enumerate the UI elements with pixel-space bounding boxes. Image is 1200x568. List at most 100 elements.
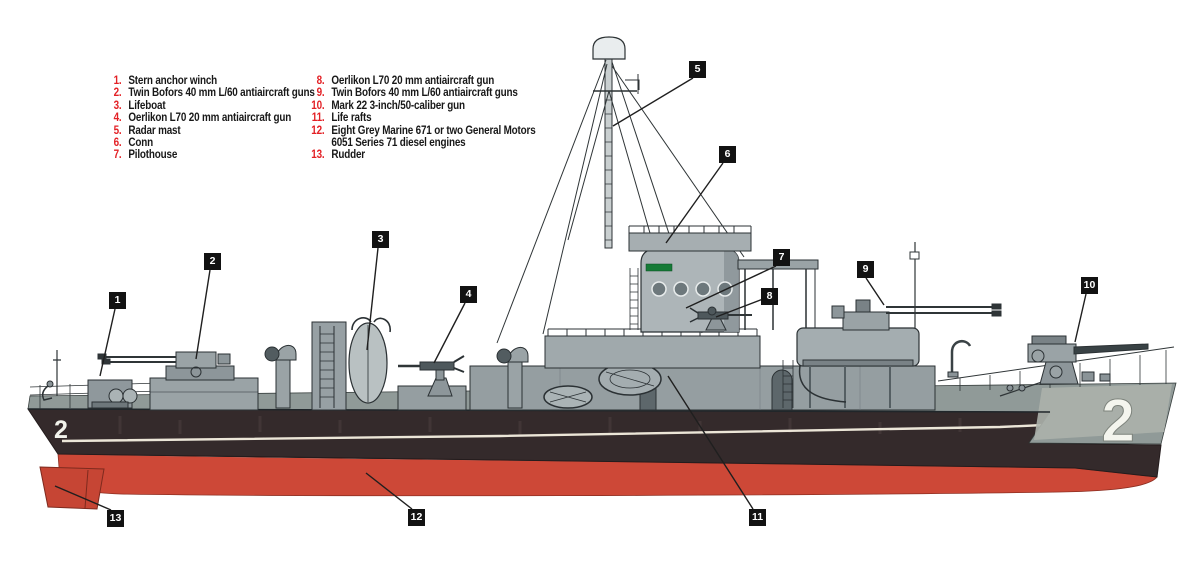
- legend-item-label: Eight Grey Marine 671 or two General Mot…: [331, 124, 536, 150]
- legend-item-label: Stern anchor winch: [128, 75, 218, 87]
- callout-box-13: 13: [107, 510, 124, 527]
- legend-item-number: 11.: [311, 112, 325, 125]
- bow-camouflage-patch: [1034, 384, 1172, 440]
- leader-line-9: [865, 277, 885, 306]
- boat-davit: [950, 339, 972, 374]
- leader-line-10: [1074, 293, 1087, 343]
- legend-item-number: 7.: [113, 149, 122, 162]
- legend-item: 1. Stern anchor winch: [106, 75, 335, 87]
- legend-item-label: Mark 22 3-inch/50-caliber gun: [331, 99, 465, 112]
- legend-item-label: Oerlikon L70 20 mm antiaircraft gun: [128, 112, 292, 125]
- legend-item: 9. Twin Bofors 40 mm L/60 antiaircraft gu…: [309, 87, 538, 99]
- legend-item-number: 5.: [113, 124, 122, 137]
- porthole: [651, 281, 667, 297]
- callout-box-3: 3: [372, 231, 389, 248]
- leader-line-7: [685, 265, 777, 309]
- twin-bofors-aft-deck: [97, 351, 235, 381]
- callout-box-11: 11: [749, 509, 766, 526]
- legend-item-number: 4.: [113, 112, 122, 125]
- legend-item: 6. Conn: [106, 137, 335, 149]
- hull-dark-band: [27, 408, 1162, 478]
- leader-line-12: [365, 472, 413, 510]
- callout-box-12: 12: [408, 509, 425, 526]
- legend-item: 7. Pilothouse: [106, 149, 335, 161]
- legend-item: 8. Oerlikon L70 20 mm antiaircraft gun: [309, 75, 538, 87]
- callout-box-8: 8: [761, 288, 778, 305]
- legend-item-number: 3.: [113, 99, 122, 112]
- cowl-vent-aft: [264, 345, 297, 409]
- legend-item-label: Lifeboat: [128, 99, 166, 112]
- stern-hull-number: 2: [54, 416, 68, 444]
- stern-anchor: [41, 380, 54, 401]
- oerlikon-pilothouse-deck: [689, 306, 752, 331]
- stern-staff: [53, 350, 61, 396]
- radar-dome: [592, 36, 626, 60]
- oerlikon-midship: [397, 355, 467, 411]
- porthole: [673, 281, 689, 297]
- leader-line-3: [366, 247, 379, 351]
- porthole: [717, 281, 733, 297]
- leader-line-6: [665, 162, 724, 244]
- mast-bracket: [625, 74, 640, 94]
- superstructure: [87, 225, 1111, 411]
- aft-deckhouse: [149, 377, 259, 411]
- callout-box-2: 2: [204, 253, 221, 270]
- legend-column-right: 8. Oerlikon L70 20 mm antiaircraft gun 9. T…: [309, 75, 538, 162]
- mark22-3inch-gun: [1027, 335, 1149, 385]
- radar-mast: [592, 36, 640, 249]
- green-life-raft-rack: [645, 263, 673, 272]
- porthole: [695, 281, 711, 297]
- legend-item-label: Radar mast: [128, 124, 181, 137]
- legend-item-number: 12.: [311, 124, 325, 137]
- legend-item-number: 2.: [113, 87, 122, 100]
- legend-item-number: 1.: [113, 75, 122, 87]
- callout-box-6: 6: [719, 146, 736, 163]
- callout-box-10: 10: [1081, 277, 1098, 294]
- legend-column-left: 1. Stern anchor winch 2. Twin Bofors 40 mm …: [106, 75, 335, 162]
- legend-item: 3. Lifeboat: [106, 100, 335, 112]
- bow-hull-number: 2: [1101, 387, 1134, 454]
- legend-item-label: Conn: [128, 137, 153, 150]
- legend-item: 2. Twin Bofors 40 mm L/60 antiaircraft gu…: [106, 87, 335, 99]
- legend-item-number: 6.: [113, 137, 122, 150]
- legend-item: 4. Oerlikon L70 20 mm antiaircraft gun: [106, 112, 335, 124]
- twin-bofors-aft-tub: [831, 299, 1002, 331]
- legend-item: 12. Eight Grey Marine 671 or two General …: [309, 125, 538, 150]
- legend-item-label: Rudder: [331, 149, 365, 162]
- legend-item-label: Life rafts: [331, 112, 372, 125]
- callout-box-4: 4: [460, 286, 477, 303]
- deck-locker-ladder: [311, 321, 347, 411]
- legend-item: 5. Radar mast: [106, 125, 335, 137]
- boot-stripe: [61, 423, 1045, 443]
- callout-box-9: 9: [857, 261, 874, 278]
- callout-box-7: 7: [773, 249, 790, 266]
- leader-line-1: [99, 308, 116, 377]
- legend-item-label: Twin Bofors 40 mm L/60 antiaircraft guns: [128, 87, 315, 100]
- legend-item-label: Pilothouse: [128, 149, 178, 162]
- legend-item: 10. Mark 22 3-inch/50-caliber gun: [309, 100, 538, 112]
- legend-item-number: 8.: [316, 75, 325, 87]
- leader-line-8: [715, 298, 764, 318]
- legend-item-number: 10.: [311, 99, 325, 112]
- legend-item-number: 9.: [316, 87, 325, 100]
- legend-item-label: Twin Bofors 40 mm L/60 antiaircraft guns: [331, 87, 518, 100]
- leader-line-5: [612, 77, 694, 127]
- rigging: [29, 59, 1175, 409]
- legend-item: 13. Rudder: [309, 149, 538, 161]
- legend-item-label: Oerlikon L70 20 mm antiaircraft gun: [331, 75, 495, 87]
- callout-box-5: 5: [689, 61, 706, 78]
- upper-deckhouse: [544, 335, 761, 369]
- rudder: [39, 466, 105, 510]
- leader-line-2: [195, 269, 211, 360]
- leader-line-11: [667, 375, 754, 510]
- conn: [628, 225, 752, 252]
- leader-line-4: [433, 302, 466, 364]
- legend-item-number: 13.: [311, 149, 325, 162]
- armament: [41, 299, 1149, 411]
- stern-anchor-winch: [87, 379, 138, 409]
- legend-item: 11. Life rafts: [309, 112, 538, 124]
- rudder-seam: [84, 469, 89, 509]
- callout-box-1: 1: [109, 292, 126, 309]
